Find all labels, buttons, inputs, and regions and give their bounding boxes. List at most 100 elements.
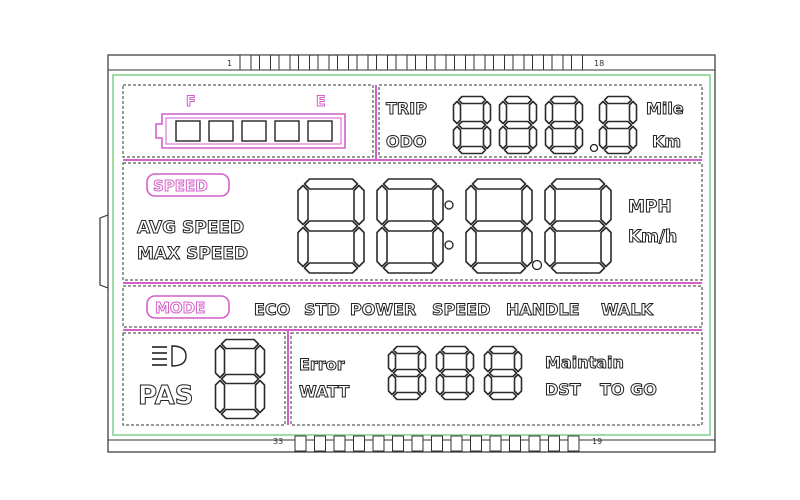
digit-segment [303,178,359,190]
seven-segment-digit [376,178,444,274]
pin [512,54,525,71]
seven-segment-digit [465,178,533,274]
digit-segment [376,226,388,268]
digit-segment [498,100,508,125]
fuel-bar-segment [307,120,333,142]
digit-segment [353,226,365,268]
mode-badge-frame [146,295,230,319]
digit-segment [452,100,462,125]
digit-segment [513,373,523,396]
seven-segment-digit [297,178,365,274]
fuel-bar-segment [241,120,267,142]
digit-segment [521,226,533,268]
digit-segment [528,100,538,125]
region-info [290,332,703,426]
digit-segment [440,345,470,355]
digit-segment [598,125,608,150]
digit-segment [550,220,606,232]
digit-segment [549,95,579,105]
watt-label: WATT [299,382,349,401]
region-trip-odo [378,84,703,158]
fuel-empty-label: E [316,94,326,110]
mode-option-walk: WALK [601,300,654,319]
seven-segment-digit [598,95,638,155]
digit-segment [457,95,487,105]
digit-segment [452,125,462,150]
seven-segment-digit [483,345,523,401]
digit-segment [528,125,538,150]
digit-segment [465,184,477,226]
pin [395,54,408,71]
digit-segment [544,226,556,268]
digit-segment [471,178,527,190]
fuel-bar-segment [208,120,234,142]
fuel-gauge [155,113,346,149]
digit-segment [353,184,365,226]
digit-segment [457,120,487,130]
pin [298,54,310,71]
pin [454,54,466,71]
mode-option-std: STD [304,300,340,319]
digit-segment [440,391,470,401]
pas-label: PAS [138,381,194,411]
pas-digit [214,338,266,420]
pin [551,54,564,71]
togo-label: TO GO [600,380,657,399]
digit-segment [387,350,397,373]
digit-segment [214,379,226,414]
kmh-label: Km/h [628,227,677,247]
lcd-active-area-border [112,74,711,436]
digit-segment [465,350,475,373]
left-side-tab [99,214,109,289]
info-digits [387,345,523,401]
maintain-label: Maintain [545,353,624,372]
pin [548,435,560,452]
pin [532,54,544,71]
digit-segment [220,408,260,420]
digit-segment [465,226,477,268]
pin [392,435,404,452]
mph-label: MPH [628,197,672,217]
pin [317,54,330,71]
region-pas [122,332,286,426]
digit-segment [482,125,492,150]
digit-segment [550,178,606,190]
speed-badge: SPEED [153,177,208,195]
decimal-dot [531,259,543,271]
fuel-bars [175,120,333,142]
pin [473,54,486,71]
digit-segment [382,262,438,274]
headlight-icon [152,345,187,367]
pin [470,435,482,452]
max-speed-label: MAX SPEED [137,244,248,264]
pin [259,54,271,71]
digit-segment [549,120,579,130]
region-fuel [122,84,374,158]
mile-label: Mile [646,99,684,118]
digit-segment [603,120,633,130]
speed-digits [297,178,612,274]
digit-segment [376,184,388,226]
seven-segment-digit [544,95,584,155]
decimal-dot [444,240,454,250]
mode-option-handle: HANDLE [506,300,580,319]
pin [333,435,346,452]
km-label: Km [652,132,681,151]
digit-segment [574,125,584,150]
pin [314,435,326,452]
digit-segment [214,344,226,379]
region-speed [122,162,703,281]
digit-segment [503,145,533,155]
pin [294,435,307,452]
pin-row-top [239,54,583,71]
pin [353,435,365,452]
digit-segment [628,125,638,150]
digit-segment [483,373,493,396]
mode-badge: MODE [155,299,205,317]
error-label: Error [299,355,345,374]
digit-segment [574,100,584,125]
digit-segment [435,373,445,396]
digit-segment [254,379,266,414]
pin [415,54,427,71]
